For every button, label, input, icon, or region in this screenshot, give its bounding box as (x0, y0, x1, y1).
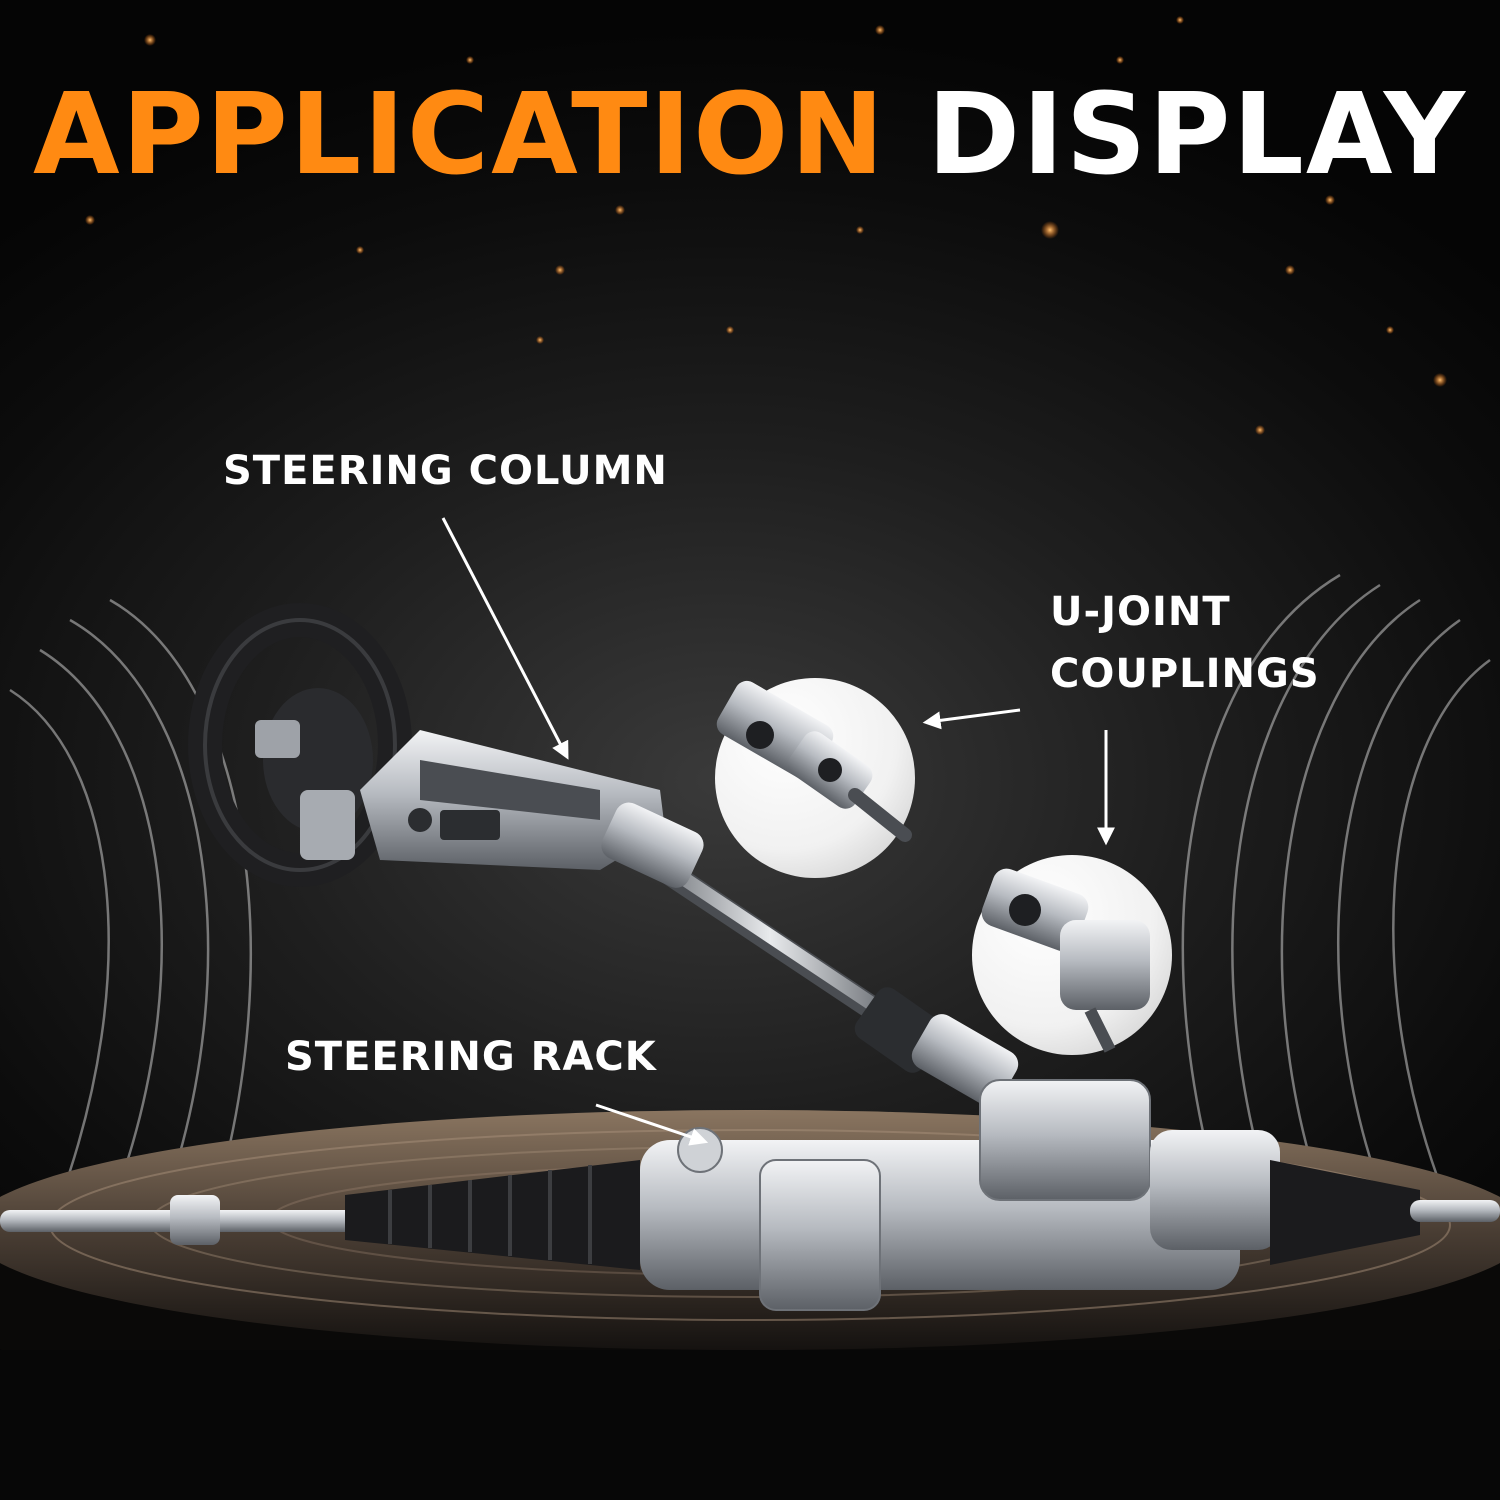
label-steering-rack: STEERING RACK (285, 1034, 657, 1080)
arrow-steering-column (441, 517, 569, 760)
u-joint-detail-circle-lower (972, 855, 1172, 1055)
callout-arrows (441, 517, 1115, 1146)
title-accent-word: APPLICATION (33, 70, 887, 200)
ember-sparks (85, 16, 1447, 435)
steering-wheel (188, 603, 412, 887)
title-main-word: DISPLAY (927, 70, 1467, 200)
steering-column (360, 730, 665, 870)
arrow-u-joint-upper (922, 708, 1021, 730)
label-u-joint-line1: U-JOINT (1050, 589, 1231, 635)
arrow-steering-rack (595, 1103, 709, 1146)
u-joint-detail-circle-upper (715, 678, 915, 878)
page-title: APPLICATION DISPLAY (0, 70, 1500, 200)
label-u-joint-line2: COUPLINGS (1050, 651, 1320, 697)
label-steering-column: STEERING COLUMN (223, 448, 668, 494)
steering-rack-assembly (0, 1079, 1500, 1311)
